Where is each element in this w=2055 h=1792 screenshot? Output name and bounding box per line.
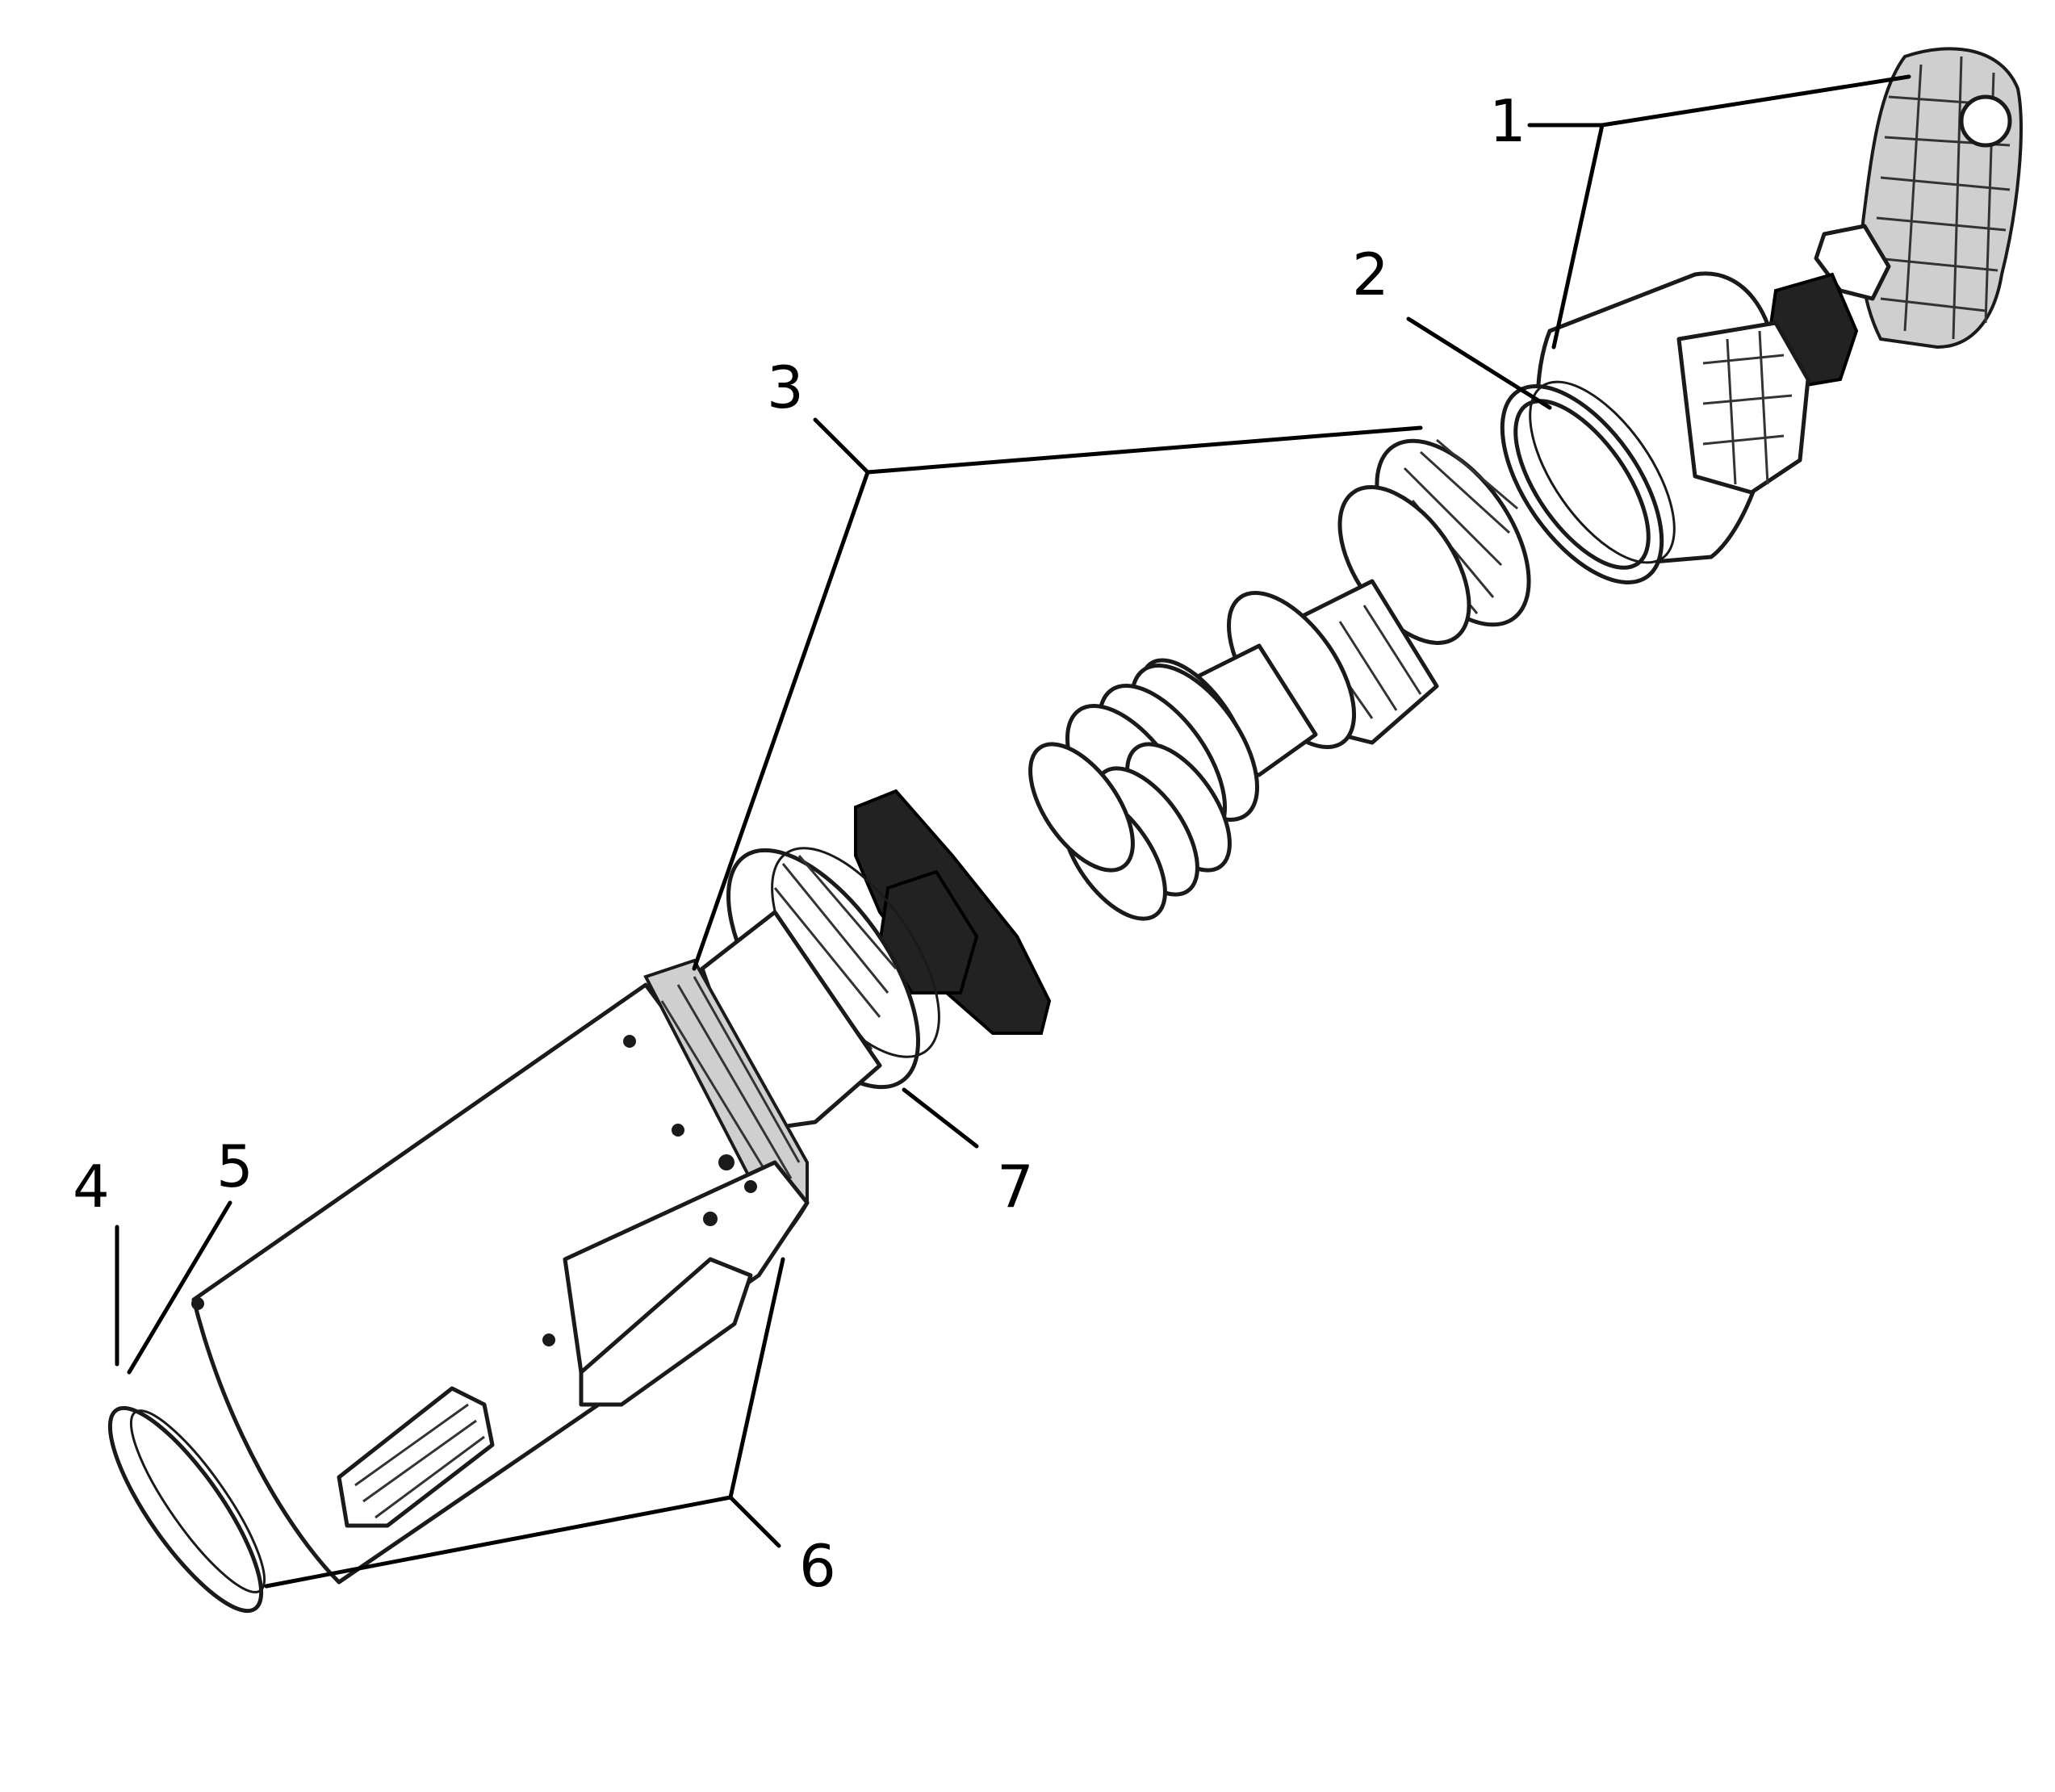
leader-3-tick (813, 417, 870, 475)
callout-label-3: 3 (767, 354, 804, 421)
lower-housing-bracket (579, 1257, 753, 1407)
part-1-head-assembly (1535, 47, 2023, 567)
part-1-end-cap (1860, 47, 2023, 350)
part-3-spring-unit (1028, 664, 1260, 921)
housing-bolt-2 (672, 1124, 684, 1137)
part-4-end-cover (107, 1405, 264, 1614)
part-4-5-end-cover (107, 1405, 266, 1614)
callout-label-6: 6 (799, 1532, 836, 1600)
lower-housing (191, 958, 810, 1585)
housing-bolt-7 (191, 1297, 204, 1310)
callout-label-5: 5 (216, 1133, 253, 1200)
callout-label-1: 1 (1489, 87, 1526, 155)
leader-2 (1406, 316, 1552, 410)
housing-bolt-5 (703, 1212, 718, 1226)
lower-housing-collar-teeth (660, 976, 801, 1187)
leader-5 (127, 1200, 232, 1375)
part-1-end-cap-texture (1876, 56, 2011, 340)
lower-housing-handle-ribs (354, 1403, 485, 1519)
part-5-gasket (129, 1409, 266, 1593)
housing-bolt-4 (744, 1180, 757, 1193)
callout-labels: 1 2 3 4 5 6 7 (73, 87, 1526, 1600)
part-1-housing-detail (1702, 330, 1793, 485)
part-1-housing-flange (1676, 320, 1810, 495)
part-2-ring (1500, 380, 1676, 585)
part-3-upper-gear-stack (1139, 438, 1531, 795)
callout-label-4: 4 (73, 1153, 110, 1220)
lower-housing-collar (643, 958, 809, 1213)
part-2-ring-inner (1513, 399, 1651, 570)
callout-label-7: 7 (997, 1153, 1034, 1220)
leader-6-tick (728, 1495, 781, 1548)
leader-lines (115, 74, 1911, 1589)
spring-disk-7 (1028, 742, 1135, 873)
housing-bolt-6 (542, 1334, 555, 1346)
part-2-ring-edge (1529, 380, 1676, 564)
leader-7 (902, 1087, 979, 1149)
housing-bolt-1 (623, 1035, 636, 1048)
housing-bolt-3 (718, 1154, 735, 1170)
part-1-cap-boss (1959, 94, 2012, 148)
callout-label-2: 2 (1352, 241, 1389, 308)
